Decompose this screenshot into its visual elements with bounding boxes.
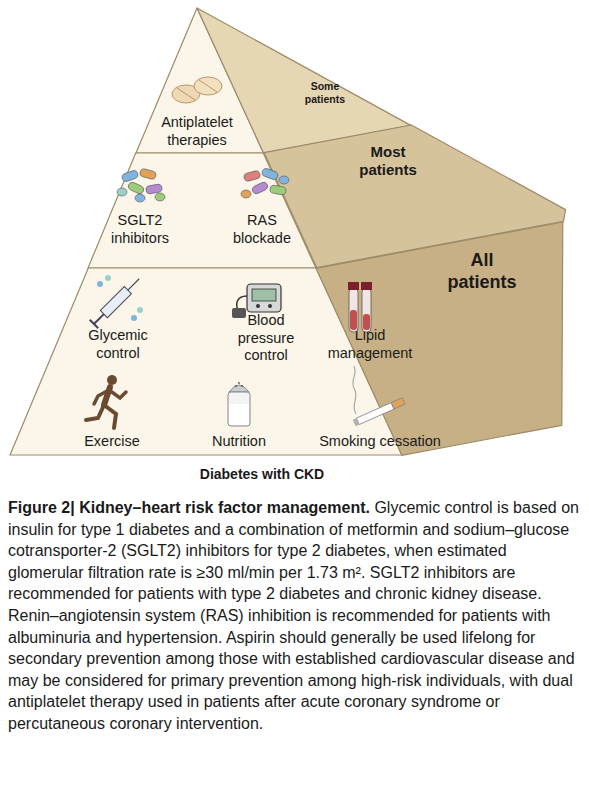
base-label: Diabetes with CKD xyxy=(162,466,362,482)
item-label: Antiplatelet therapies xyxy=(142,114,252,149)
runner-icon xyxy=(86,375,126,428)
syringe-icon xyxy=(90,275,144,329)
capsule-icon xyxy=(117,168,165,202)
caption-text: Glycemic control is based on insulin for… xyxy=(8,499,579,732)
patient-band: All patients xyxy=(316,222,563,455)
salt-shaker-icon xyxy=(228,382,250,426)
capsule-icon xyxy=(241,168,289,198)
figure-caption: Figure 2| Kidney–heart risk factor manag… xyxy=(8,497,584,735)
item-label: SGLT2 inhibitors xyxy=(98,212,182,247)
band-shape xyxy=(316,222,563,455)
item-label: RAS blockade xyxy=(220,212,304,247)
item-label: Lipid management xyxy=(320,327,420,362)
pill-icon xyxy=(172,77,222,103)
pill-dots xyxy=(97,275,143,321)
item-label: Smoking cessation xyxy=(305,433,455,451)
band-label: Some patients xyxy=(298,80,352,106)
band-outline xyxy=(316,222,563,455)
item-label: Blood pressure control xyxy=(230,312,302,365)
cigarette-icon xyxy=(353,398,405,426)
smoke-icon xyxy=(353,366,356,414)
band-label: All patients xyxy=(437,250,527,294)
test-tube-icon xyxy=(348,282,372,332)
item-label: Exercise xyxy=(67,433,157,451)
item-label: Glycemic control xyxy=(76,327,160,362)
item-label: Nutrition xyxy=(194,433,284,451)
band-label: Most patients xyxy=(346,143,430,180)
bp-monitor-icon xyxy=(232,284,281,318)
figure-title: Figure 2| Kidney–heart risk factor manag… xyxy=(8,499,370,516)
